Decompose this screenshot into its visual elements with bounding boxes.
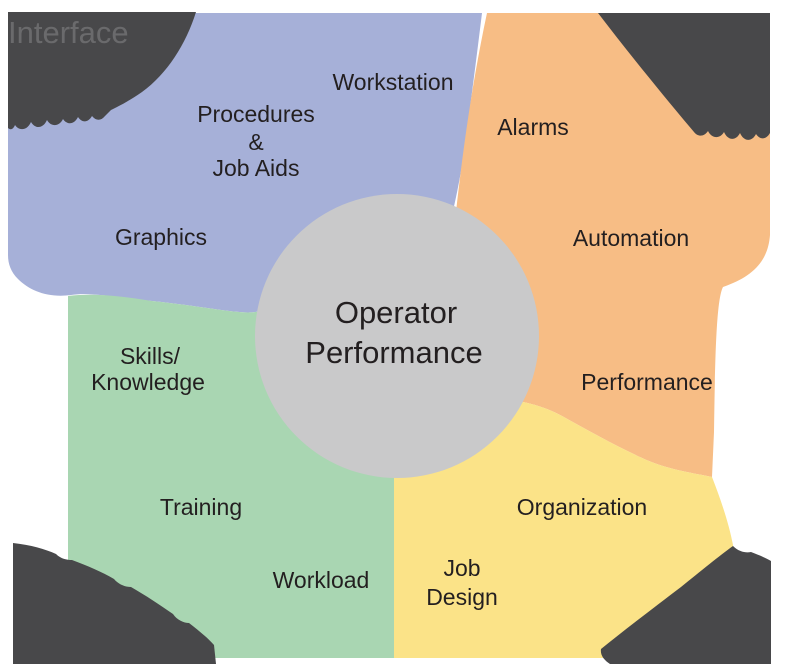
- center-circle: [255, 194, 539, 478]
- label-organization: Organization: [517, 494, 647, 520]
- center-title-line1: Operator: [335, 295, 457, 330]
- label-alarms: Alarms: [497, 114, 569, 140]
- corner-label-interface: Interface: [8, 15, 129, 50]
- corner-blob-top-right: [598, 13, 770, 140]
- corner-blob-bottom-left: [13, 543, 216, 664]
- label-procedures-line3: Job Aids: [213, 155, 300, 181]
- corner-blob-top-left: [8, 12, 196, 130]
- label-automation: Automation: [573, 225, 689, 251]
- corner-blob-bottom-right: [600, 546, 771, 664]
- label-procedures-line2: &: [248, 129, 263, 155]
- label-workstation: Workstation: [332, 69, 453, 95]
- label-skills-line2: Knowledge: [91, 369, 205, 395]
- label-skills-line1: Skills/: [120, 343, 181, 369]
- label-procedures-line1: Procedures: [197, 101, 315, 127]
- center-title-line2: Performance: [305, 335, 482, 370]
- label-graphics: Graphics: [115, 224, 207, 250]
- label-job-line2: Design: [426, 584, 498, 610]
- label-training: Training: [160, 494, 242, 520]
- label-workload: Workload: [273, 567, 370, 593]
- label-performance: Performance: [581, 369, 713, 395]
- region-yellow-organization-shape: [394, 396, 747, 658]
- label-job-line1: Job: [443, 555, 480, 581]
